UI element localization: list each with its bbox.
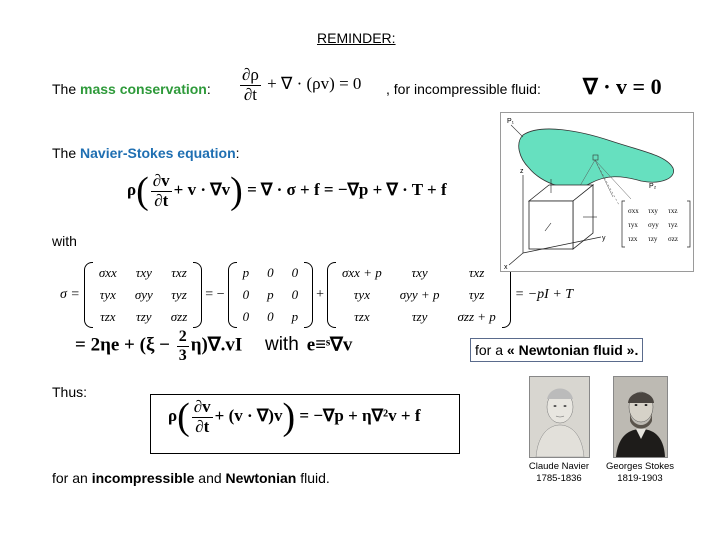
m1-row: σxx τxy τxz [90, 262, 196, 284]
page-title: REMINDER: [317, 30, 396, 46]
with-label: with [52, 233, 77, 249]
m2-cell: 0 [291, 265, 299, 280]
cube-front [528, 200, 574, 250]
figure-matrix-cell: σxx [628, 207, 639, 215]
figure-matrix-cell: τxz [668, 207, 677, 215]
m2-cell: 0 [242, 287, 250, 302]
m2-row: 0 0 p [234, 306, 308, 328]
m1-cell: τxz [171, 265, 187, 280]
mass-suffix: : [206, 81, 211, 97]
mass-prefix: The [52, 81, 81, 97]
m3-cell: τxz [468, 265, 485, 280]
newtonian-fluid-label: for a « Newtonian fluid ». [470, 338, 644, 362]
m1-cell: τyx [99, 287, 116, 302]
m3-cell: τxy [411, 265, 428, 280]
p2-label: P₂ [649, 183, 657, 190]
fluid-body [518, 128, 674, 189]
point-marker [592, 154, 599, 161]
navier-portrait [529, 376, 590, 458]
mass-conservation-label: The mass conservation: [52, 81, 211, 97]
thus-label: Thus: [52, 384, 88, 400]
figure-matrix-cell: τyz [668, 221, 677, 229]
m1-cell: τzy [136, 309, 152, 324]
m3-cell: τyx [353, 287, 370, 302]
navier-stokes-label: The Navier-Stokes equation: [52, 145, 240, 161]
navier-caption: Claude Navier 1785-1836 [528, 461, 590, 484]
m2-cell: p [242, 265, 250, 280]
deviatoric-matrix: σxx + p τxy τxz τyx σyy + p τyz τzx τzy σzz + p [327, 262, 511, 328]
final-equation-box [150, 394, 460, 454]
m2-row: 0 p 0 [234, 284, 308, 306]
m3-cell: τyz [468, 287, 485, 302]
incompressible-equation: ∇ · v = 0 [583, 74, 662, 99]
mass-fraction: ∂ρ∂t [240, 65, 261, 104]
m3-cell: τzy [411, 309, 428, 324]
p1-label: P₁ [507, 118, 515, 125]
pressure-matrix: p 0 0 0 p 0 0 0 p [227, 262, 314, 328]
m3-cell: σzz + p [457, 309, 496, 324]
navier-stokes-equation: ρ(∂v∂t+ v · ∇v) = ∇ · σ + f = −∇p + ∇ · … [127, 170, 447, 213]
stress-element-figure: P₁ P₂ z y x σxx τxy τxz τyx σyy τyz τzx τzy σzz [500, 112, 694, 272]
figure-matrix-cell: σyy [648, 221, 659, 229]
m1-cell: τyz [171, 287, 187, 302]
figure-matrix-cell: τyx [628, 221, 638, 229]
navier-stokes-keyword: Navier-Stokes equation [80, 145, 236, 161]
x-axis-label: x [504, 264, 508, 271]
conclusion-text: for an incompressible and Newtonian flui… [52, 470, 330, 486]
m3-row: σxx + p τxy τxz [333, 262, 505, 284]
figure-matrix-cell: σzz [668, 235, 678, 243]
m1-cell: τzx [100, 309, 116, 324]
y-axis-label: y [602, 235, 606, 242]
m1-cell: σxx [98, 265, 117, 280]
m1-row: τzx τzy σzz [90, 306, 196, 328]
figure-matrix-cell: τzy [648, 235, 658, 243]
m2-cell: 0 [242, 309, 250, 324]
m2-cell: 0 [267, 309, 274, 324]
m1-cell: τxy [135, 265, 152, 280]
mass-equation: ∂ρ∂t + ∇ · (ρv) = 0 [238, 65, 362, 104]
navier-stokes-eq-rest: = ∇ · σ + f = −∇p + ∇ · T + f [247, 180, 447, 200]
stokes-portrait-image [614, 377, 667, 457]
m3-row: τyx σyy + p τyz [333, 284, 505, 306]
figure-stress-matrix: σxx τxy τxz τyx σyy τyz τzx τzy σzz [628, 207, 678, 243]
final-equation: ρ(∂v∂t+ (v · ∇)v) = −∇p + η∇²v + f [168, 396, 421, 439]
m2-cell: p [291, 309, 299, 324]
m3-row: τzx τzy σzz + p [333, 306, 505, 328]
incompressible-label: , for incompressible fluid: [386, 81, 541, 97]
m2-cell: 0 [291, 287, 299, 302]
m2-cell: p [267, 287, 274, 302]
m3-cell: σxx + p [342, 265, 382, 280]
stress-matrix: σxx τxy τxz τyx σyy τyz τzx τzy σzz [83, 262, 203, 328]
figure-matrix-cell: τzx [628, 235, 638, 243]
m2-row: p 0 0 [234, 262, 308, 284]
stokes-portrait [613, 376, 668, 458]
m3-cell: τzx [354, 309, 370, 324]
stokes-caption: Georges Stokes 1819-1903 [605, 461, 675, 484]
z-axis-label: z [520, 168, 524, 175]
m1-row: τyx σyy τyz [90, 284, 196, 306]
m1-cell: σyy [134, 287, 153, 302]
stress-element-diagram: P₁ P₂ z y x σxx τxy τxz τyx σyy τyz τzx τzy σzz [504, 118, 691, 271]
m1-cell: σzz [170, 309, 188, 324]
figure-matrix-cell: τxy [648, 207, 658, 215]
m3-cell: σyy + p [399, 287, 440, 302]
navier-portrait-image [530, 377, 589, 458]
mass-eq-rest: + ∇ · (ρv) = 0 [267, 74, 362, 94]
m2-cell: 0 [267, 265, 274, 280]
mass-keyword: mass conservation [80, 81, 207, 97]
